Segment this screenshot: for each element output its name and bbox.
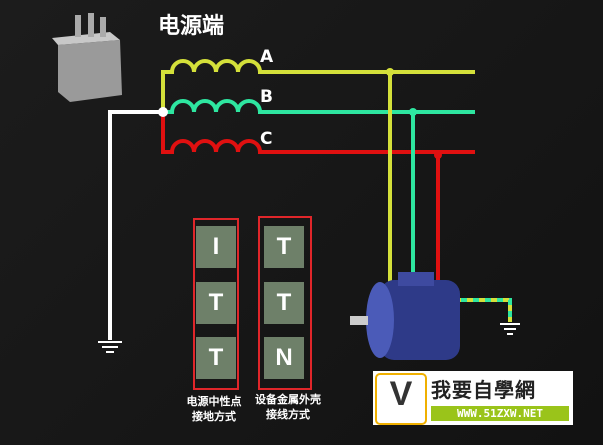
enclosure-connection-frame [258,216,312,390]
phase-b-wire [163,99,475,114]
cell-col2-row2: T [264,282,304,324]
phase-a-label: A [260,47,274,67]
cell-col1-row1: I [196,226,236,268]
caption-neutral: 电源中性点接地方式 [172,394,256,424]
phase-c-label: C [260,129,272,149]
site-logo: V 我要自學網 WWW.51ZXW.NET [373,371,573,425]
neutral-grounding-frame [193,218,239,390]
caption-enclosure: 设备金属外壳接线方式 [246,392,330,422]
motor-icon [350,272,460,360]
power-source-title: 电源端 [158,14,224,39]
caption-line: 设备金属外壳 [255,393,321,406]
caption-line: 电源中性点 [186,395,242,408]
caption-line: 接线方式 [266,408,310,421]
logo-name: 我要自學網 [431,378,536,402]
transformer-icon [52,13,122,102]
ground-icon [98,341,122,353]
phase-c-wire [161,112,475,154]
phase-a-wire [161,59,475,112]
phase-b-label: B [260,87,273,107]
cell-col2-row3: N [264,337,304,379]
cell-col1-row3: T [196,337,236,379]
cell-col2-row1: T [264,226,304,268]
caption-line: 接地方式 [192,410,236,423]
neutral-wire [108,110,163,340]
pe-wire [455,298,512,322]
motor-ground-icon [500,323,520,335]
logo-v-icon: V [375,373,427,425]
cell-col1-row2: T [196,282,236,324]
logo-url: WWW.51ZXW.NET [431,406,569,421]
